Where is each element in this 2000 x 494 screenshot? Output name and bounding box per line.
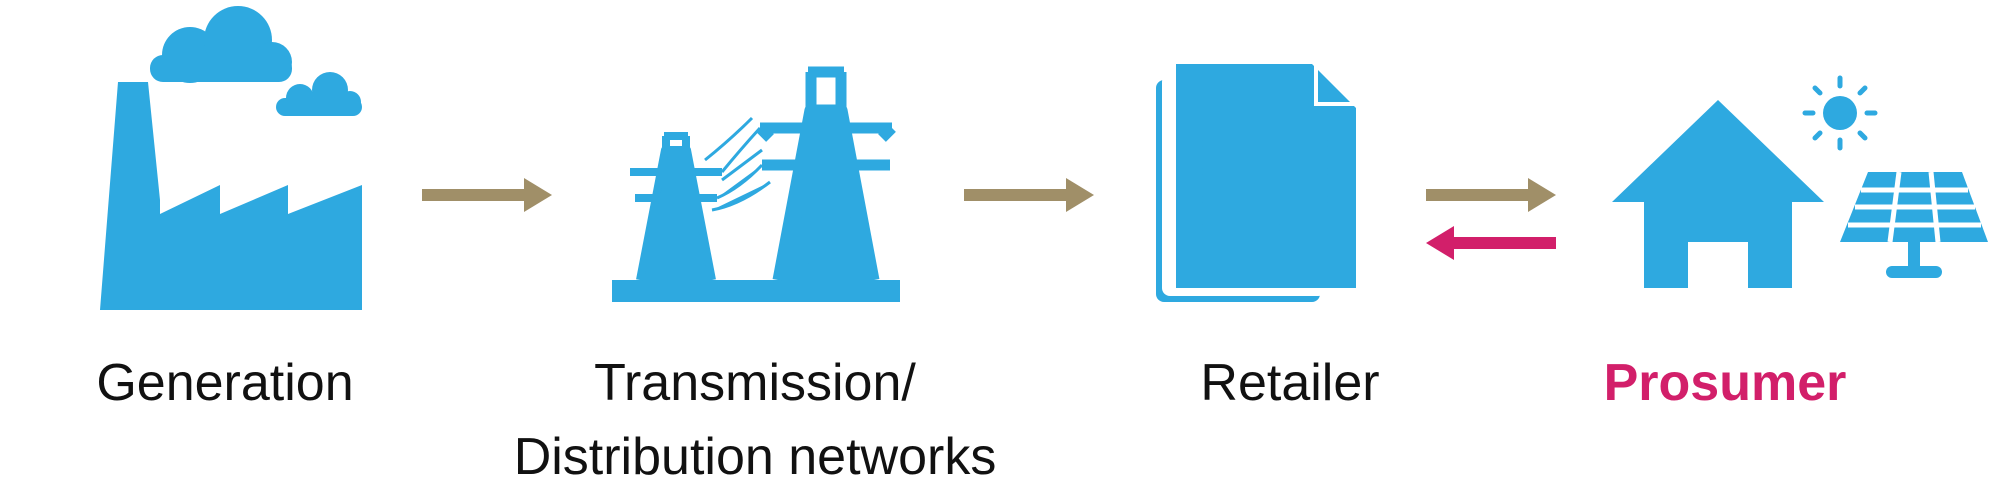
label-networks-line1: Transmission/	[594, 354, 916, 412]
arrow-retailer-to-prosumer	[1426, 178, 1556, 212]
sun-icon	[1802, 75, 1878, 151]
cloud-icon-large	[150, 6, 292, 83]
label-retailer: Retailer	[1200, 354, 1380, 412]
label-prosumer: Prosumer	[1603, 354, 1847, 412]
label-generation: Generation	[96, 354, 354, 412]
arrow-prosumer-to-retailer	[1426, 226, 1556, 260]
document-icon	[1156, 62, 1358, 302]
cloud-icon-small	[276, 72, 362, 116]
house-solar-panel-icon	[1612, 75, 1988, 288]
arrow-networks-to-retailer	[964, 178, 1094, 212]
arrow-generation-to-networks	[422, 178, 552, 212]
solar-panel-icon	[1840, 171, 1988, 278]
power-pylons-icon	[612, 66, 900, 302]
label-networks-line2: Distribution networks	[513, 428, 997, 486]
factory-icon	[100, 6, 362, 310]
